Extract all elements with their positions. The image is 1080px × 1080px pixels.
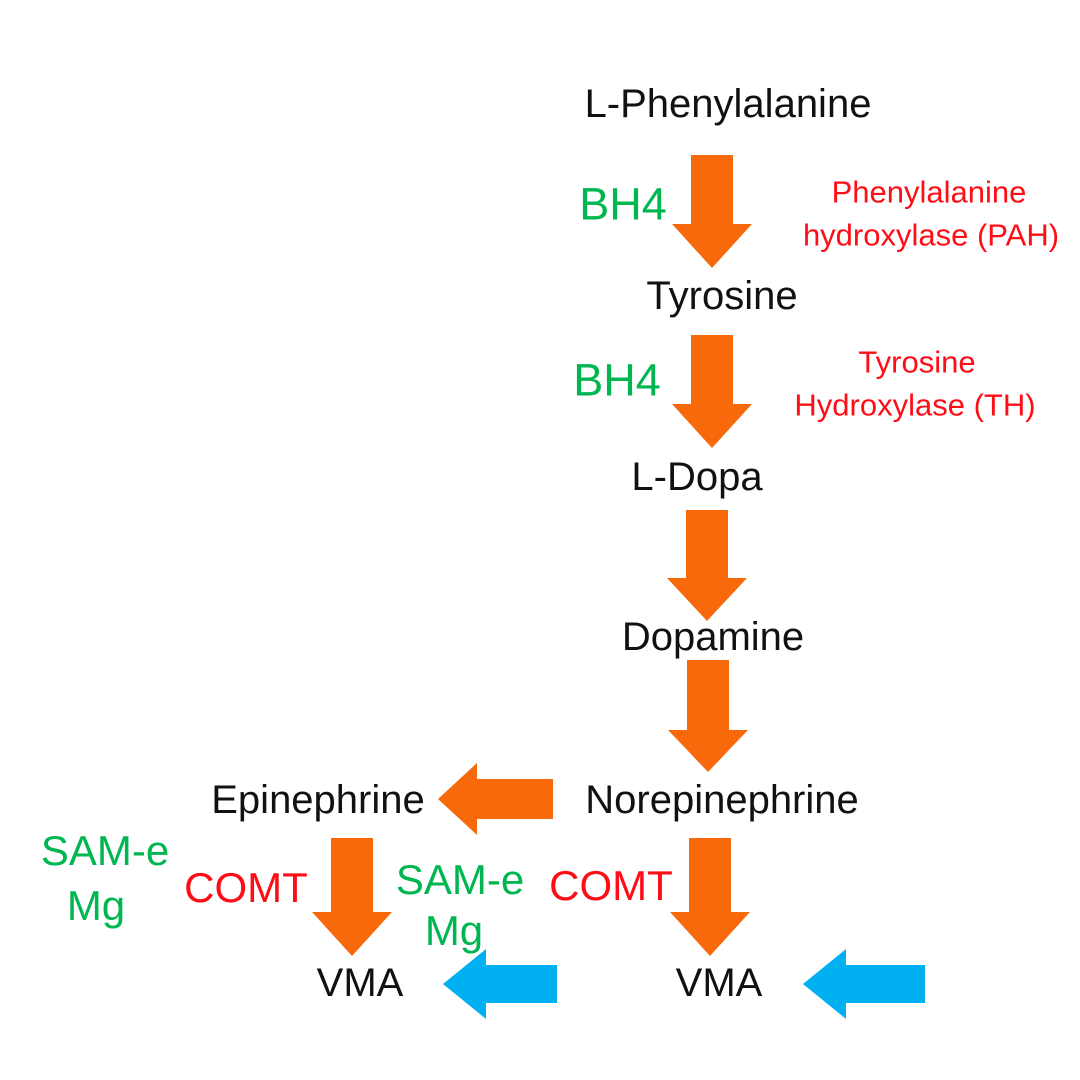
node-l-dopa: L-Dopa (631, 455, 763, 499)
arrow-tyrosine-to-ldopa (672, 335, 752, 448)
cofactor-same-left-line2: Mg (66, 882, 126, 929)
enzyme-th-line2: Hydroxylase (TH) (794, 387, 1036, 423)
node-l-phenylalanine: L-Phenylalanine (584, 82, 872, 126)
node-norepinephrine: Norepinephrine (585, 778, 859, 822)
arrow-norepinephrine-to-epinephrine (438, 763, 553, 835)
arrow-ldopa-to-dopamine (667, 510, 747, 621)
arrow-blue-to-vma-right (803, 949, 925, 1019)
cofactor-same-left-line1: SAM-e (40, 827, 170, 874)
node-vma-left: VMA (316, 961, 404, 1005)
enzyme-comt-left: COMT (184, 864, 308, 911)
node-tyrosine: Tyrosine (646, 274, 798, 318)
enzyme-pah-line1: Phenylalanine (831, 174, 1027, 210)
enzyme-pah-line2: hydroxylase (PAH) (802, 217, 1060, 253)
arrow-epinephrine-to-vma (312, 838, 392, 956)
cofactor-bh4-step1: BH4 (579, 178, 667, 230)
arrow-phenylalanine-to-tyrosine (672, 155, 752, 268)
cofactor-bh4-step2: BH4 (573, 354, 661, 406)
arrow-blue-to-vma-left (443, 949, 557, 1019)
enzyme-comt-right: COMT (549, 862, 673, 909)
node-epinephrine: Epinephrine (211, 778, 425, 822)
node-vma-right: VMA (675, 961, 763, 1005)
arrow-norepinephrine-to-vma (670, 838, 750, 956)
arrow-dopamine-to-norepinephrine (668, 660, 748, 772)
cofactor-same-mid-line2: Mg (424, 907, 484, 954)
node-dopamine: Dopamine (621, 615, 805, 659)
enzyme-th-line1: Tyrosine (858, 344, 976, 380)
cofactor-same-mid-line1: SAM-e (395, 856, 525, 903)
